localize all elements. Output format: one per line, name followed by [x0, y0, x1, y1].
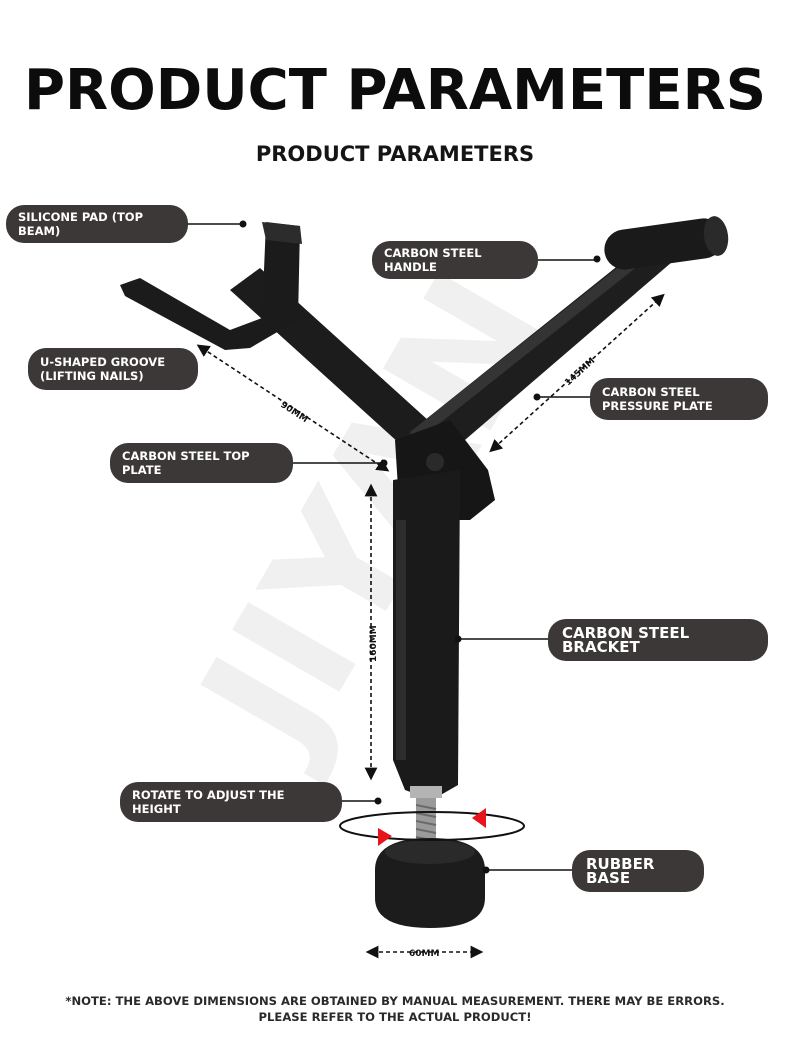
- label-carbon-steel-handle: CARBON STEEL HANDLE: [372, 241, 538, 279]
- label-rotate-height: ROTATE TO ADJUST THE HEIGHT: [120, 782, 342, 822]
- footnote: *NOTE: THE ABOVE DIMENSIONS ARE OBTAINED…: [0, 993, 790, 1025]
- rotate-arrow-left: [378, 828, 392, 846]
- page-title: PRODUCT PARAMETERS: [23, 58, 767, 123]
- label-silicone-pad: SILICONE PAD (TOP BEAM): [6, 205, 188, 243]
- rotation-ring: [339, 811, 525, 841]
- leader-lines: [188, 220, 601, 874]
- rotate-arrow-right: [472, 808, 486, 828]
- dim-line-left-arm: [196, 344, 390, 472]
- page-subtitle: PRODUCT PARAMETERS: [255, 142, 535, 166]
- dim-label-left-arm: 90MM: [278, 400, 309, 425]
- footnote-line-1: *NOTE: THE ABOVE DIMENSIONS ARE OBTAINED…: [65, 994, 725, 1008]
- handle-grip: [604, 218, 724, 270]
- watermark-text: JIYAN: [159, 242, 589, 789]
- bracket-body: [393, 470, 460, 800]
- dim-line-right-arm: [489, 293, 665, 453]
- footnote-line-2: PLEASE REFER TO THE ACTUAL PRODUCT!: [258, 1010, 532, 1024]
- dim-label-base: 60MM: [409, 949, 439, 959]
- label-rubber-base: RUBBER BASE: [572, 850, 704, 892]
- label-u-shaped-groove: U-SHAPED GROOVE (LIFTING NAILS): [28, 348, 198, 390]
- label-carbon-steel-bracket: CARBON STEEL BRACKET: [548, 619, 768, 661]
- label-pressure-plate: CARBON STEEL PRESSURE PLATE: [590, 378, 768, 420]
- dim-label-height: 160MM: [369, 625, 379, 662]
- label-top-plate: CARBON STEEL TOP PLATE: [110, 443, 293, 483]
